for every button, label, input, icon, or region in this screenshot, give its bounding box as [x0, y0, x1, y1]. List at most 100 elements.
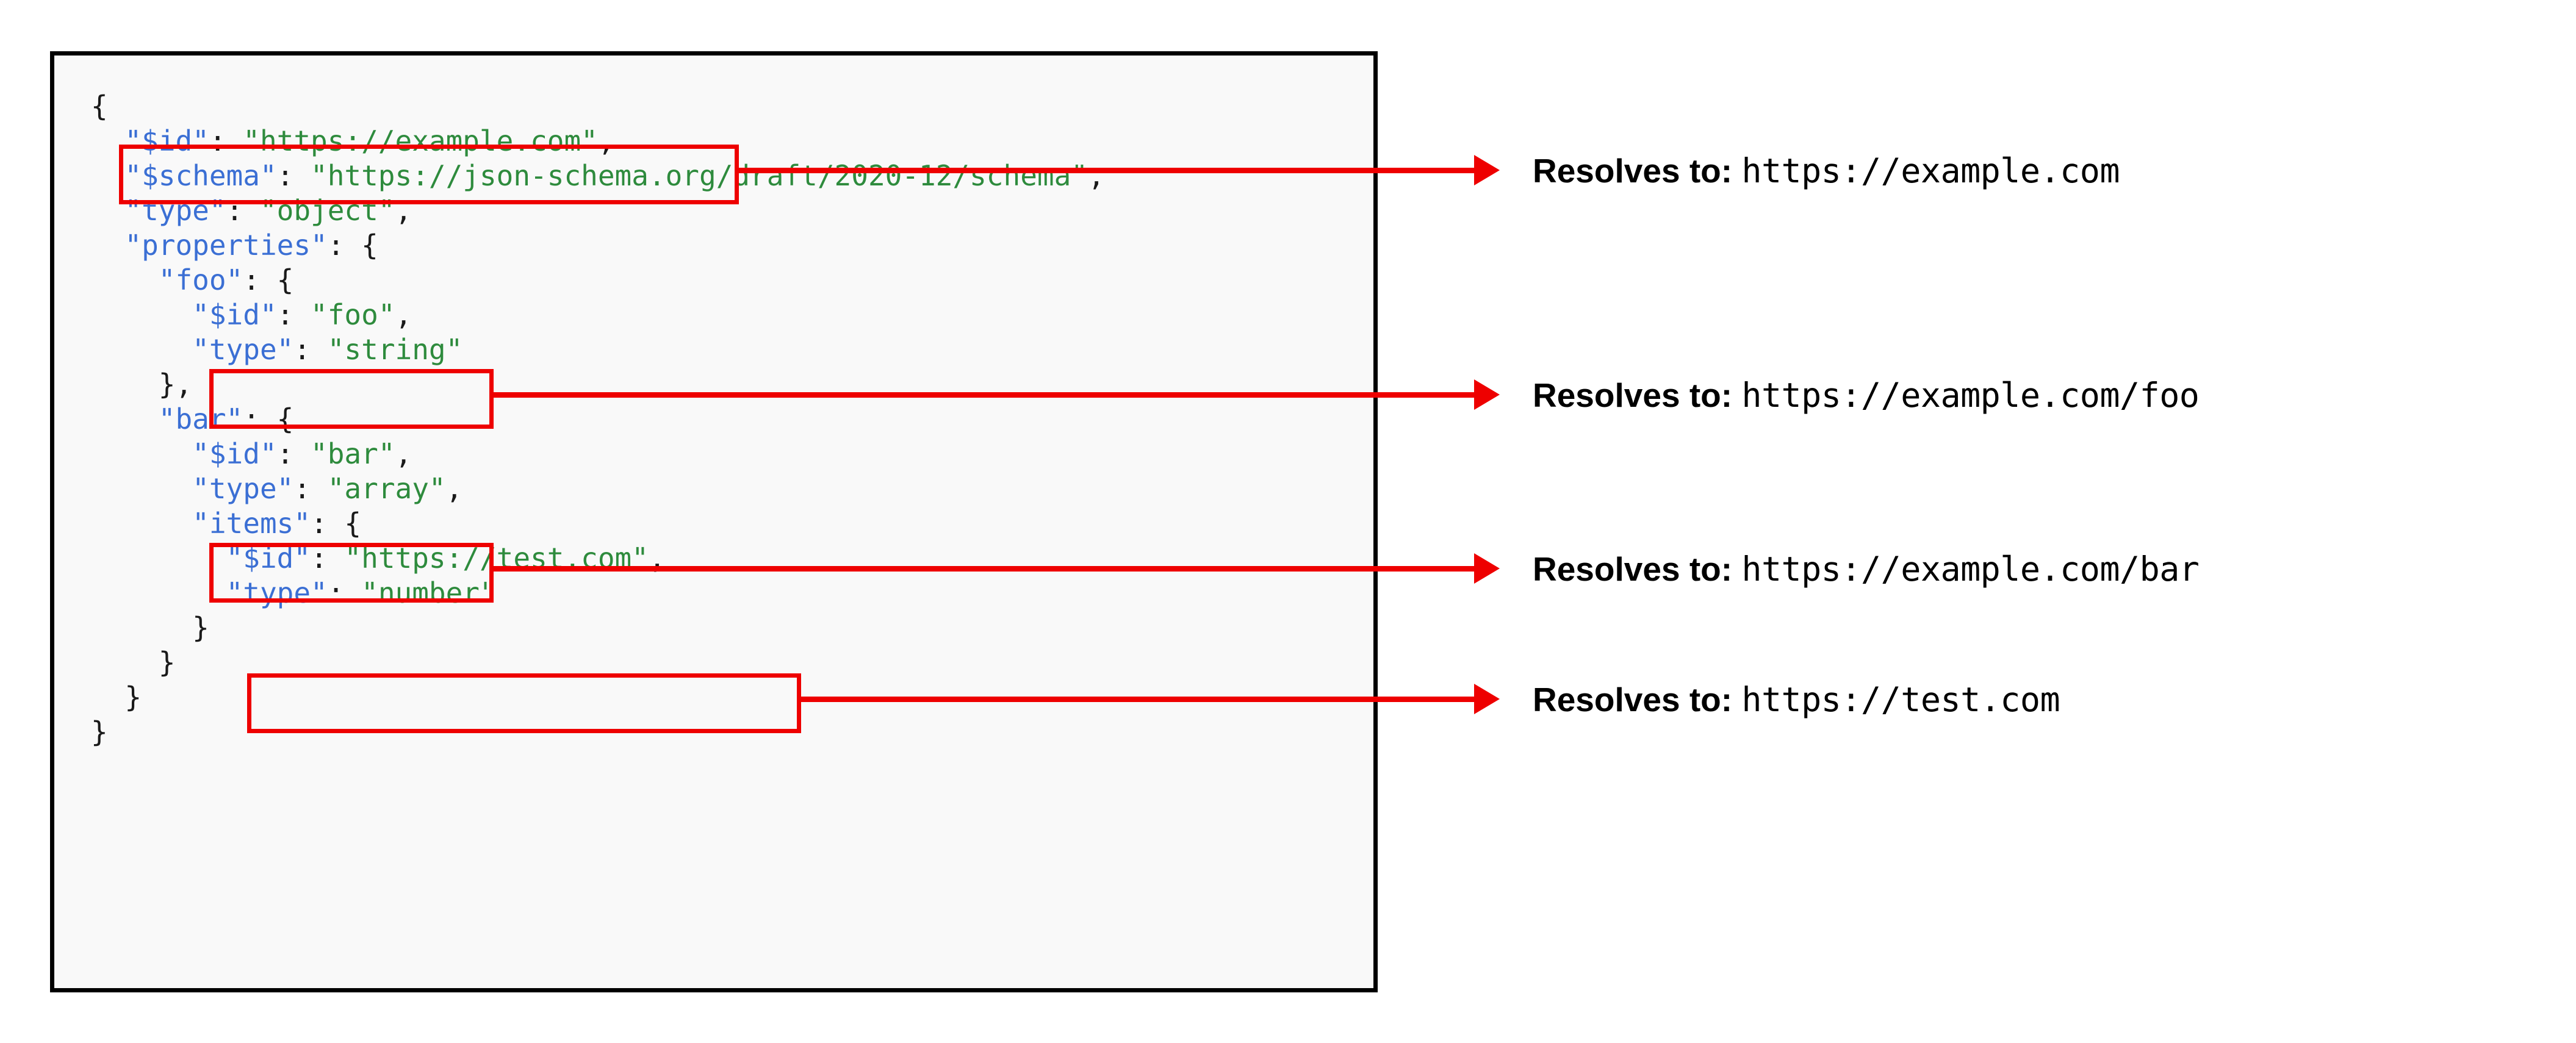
- annotation-spacer: [1732, 376, 1741, 414]
- code-indent: [91, 611, 192, 644]
- json-punctuation: ,: [597, 124, 615, 157]
- json-punctuation: :: [293, 472, 328, 505]
- json-key: "$id": [192, 298, 277, 331]
- code-indent: [91, 124, 124, 157]
- json-string: "https://json-schema.org/draft/2020-12/s…: [311, 159, 1088, 192]
- json-punctuation: ,: [395, 437, 412, 470]
- code-indent: [91, 263, 159, 296]
- json-key: "$schema": [124, 159, 277, 192]
- resolved-uri-value: https://example.com: [1741, 151, 2120, 190]
- arrow-bar-head: [1474, 553, 1500, 584]
- json-punctuation: : {: [327, 229, 378, 262]
- arrow-bar-line: [489, 566, 1474, 572]
- code-line: "$id": "https://example.com",: [91, 124, 1105, 159]
- arrow-root-head: [1474, 155, 1500, 185]
- json-key: "type": [192, 333, 294, 366]
- code-line: "type": "object",: [91, 193, 1105, 228]
- code-line: "$id": "bar",: [91, 437, 1105, 471]
- json-key: "type": [192, 472, 294, 505]
- code-line: "bar": {: [91, 402, 1105, 437]
- json-string: "object": [259, 194, 395, 227]
- code-line: "$id": "foo",: [91, 298, 1105, 332]
- annotation-spacer: [1732, 152, 1741, 190]
- json-punctuation: : {: [243, 263, 294, 296]
- code-indent: [91, 194, 124, 227]
- resolves-to-label: Resolves to:: [1533, 152, 1733, 190]
- code-line: {: [91, 89, 1105, 124]
- annotation-root: Resolves to: https://example.com: [1533, 151, 2120, 190]
- json-key: "$id": [226, 542, 311, 575]
- code-indent: [91, 159, 124, 192]
- code-line: }: [91, 611, 1105, 645]
- resolves-to-label: Resolves to:: [1533, 681, 1733, 719]
- code-indent: [91, 298, 192, 331]
- annotation-items: Resolves to: https://test.com: [1533, 680, 2060, 719]
- arrow-root-line: [735, 168, 1474, 173]
- code-indent: [91, 542, 226, 575]
- code-line: }: [91, 680, 1105, 715]
- json-punctuation: }: [158, 646, 176, 679]
- code-indent: [91, 437, 192, 470]
- json-punctuation: }: [192, 611, 209, 644]
- code-indent: [91, 368, 159, 401]
- json-string: "array": [327, 472, 446, 505]
- json-key: "foo": [158, 263, 243, 296]
- code-indent: [91, 403, 159, 435]
- json-string: "https://example.com": [243, 124, 598, 157]
- json-key: "$id": [192, 437, 277, 470]
- code-line: }: [91, 645, 1105, 680]
- json-punctuation: : {: [311, 507, 362, 540]
- json-punctuation: },: [158, 368, 193, 401]
- json-punctuation: }: [124, 681, 142, 714]
- json-punctuation: ,: [395, 194, 412, 227]
- code-line: "$schema": "https://json-schema.org/draf…: [91, 159, 1105, 193]
- code-line: "items": {: [91, 506, 1105, 541]
- json-key: "type": [124, 194, 226, 227]
- json-punctuation: ,: [395, 298, 412, 331]
- resolved-uri-value: https://example.com/bar: [1741, 550, 2200, 589]
- json-key: "$id": [124, 124, 209, 157]
- resolved-uri-value: https://test.com: [1741, 680, 2060, 719]
- code-line: "foo": {: [91, 263, 1105, 298]
- code-indent: [91, 576, 226, 609]
- json-key: "items": [192, 507, 311, 540]
- json-punctuation: :: [293, 333, 328, 366]
- arrow-items-line: [797, 697, 1474, 702]
- code-indent: [91, 333, 192, 366]
- json-string: "bar": [311, 437, 395, 470]
- code-indent: [91, 229, 124, 262]
- resolved-uri-value: https://example.com/foo: [1741, 376, 2200, 415]
- arrow-items-head: [1474, 684, 1500, 714]
- json-string: "number": [361, 576, 497, 609]
- json-punctuation: :: [327, 576, 362, 609]
- json-punctuation: {: [91, 90, 108, 123]
- json-punctuation: :: [276, 437, 311, 470]
- json-punctuation: :: [209, 124, 243, 157]
- json-punctuation: ,: [1087, 159, 1105, 192]
- json-key: "bar": [158, 403, 243, 435]
- json-punctuation: :: [311, 542, 345, 575]
- json-key: "type": [226, 576, 328, 609]
- json-punctuation: :: [276, 159, 311, 192]
- json-schema-code-panel: { "$id": "https://example.com", "$schema…: [50, 51, 1378, 992]
- resolves-to-label: Resolves to:: [1533, 376, 1733, 414]
- annotation-spacer: [1732, 550, 1741, 588]
- code-line: "type": "array",: [91, 471, 1105, 506]
- json-string: "foo": [311, 298, 395, 331]
- code-line: },: [91, 367, 1105, 402]
- annotation-spacer: [1732, 681, 1741, 719]
- code-line: "type": "string": [91, 332, 1105, 367]
- json-punctuation: :: [276, 298, 311, 331]
- code-indent: [91, 646, 159, 679]
- json-punctuation: :: [226, 194, 260, 227]
- arrow-foo-line: [489, 392, 1474, 398]
- json-key: "properties": [124, 229, 328, 262]
- code-line: "properties": {: [91, 228, 1105, 263]
- json-punctuation: }: [91, 715, 108, 748]
- code-indent: [91, 472, 192, 505]
- json-string: "string": [327, 333, 463, 366]
- code-indent: [91, 681, 124, 714]
- annotation-bar: Resolves to: https://example.com/bar: [1533, 550, 2200, 589]
- code-line: "type": "number": [91, 576, 1105, 611]
- json-code-listing: { "$id": "https://example.com", "$schema…: [91, 89, 1105, 750]
